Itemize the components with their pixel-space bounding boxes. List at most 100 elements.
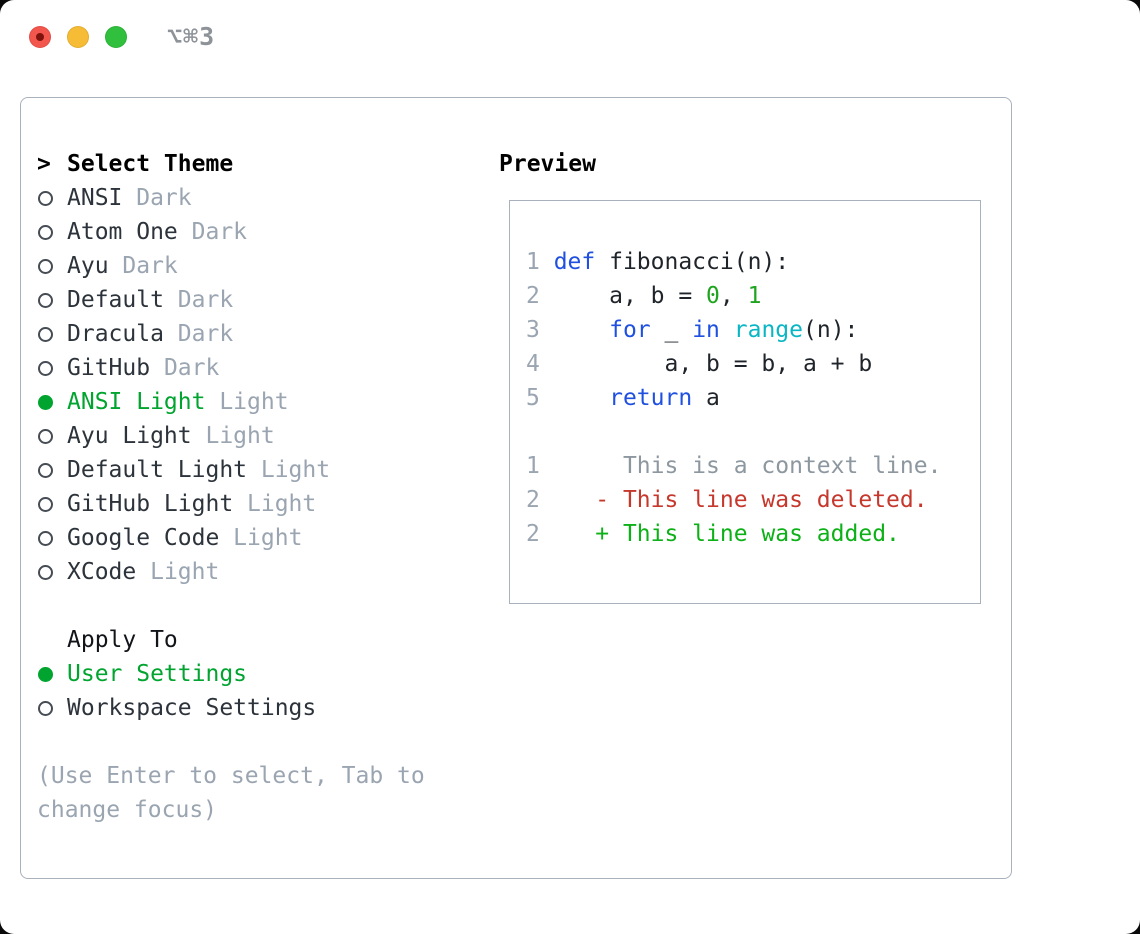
line-number: 2 bbox=[526, 283, 554, 309]
theme-list-header-row: > Select Theme bbox=[37, 147, 477, 181]
code-token-num: 0 bbox=[706, 283, 720, 309]
theme-variant-tag: Dark bbox=[163, 321, 234, 347]
theme-variant-tag: Dark bbox=[108, 253, 178, 279]
code-token-kw: def bbox=[553, 249, 596, 275]
line-number: 4 bbox=[526, 351, 554, 377]
theme-option[interactable]: Ayu Light Light bbox=[37, 419, 477, 453]
preview-header-row: Preview bbox=[499, 147, 999, 181]
radio-icon bbox=[37, 326, 67, 342]
keyboard-hint: (Use Enter to select, Tab to change focu… bbox=[37, 763, 425, 823]
radio-icon bbox=[37, 462, 67, 478]
theme-option-label: Default bbox=[67, 287, 164, 313]
radio-circle bbox=[38, 190, 53, 206]
code-token-plain bbox=[554, 317, 609, 351]
theme-variant-tag: Light bbox=[191, 423, 275, 449]
theme-variant-tag: Light bbox=[205, 389, 289, 415]
theme-option[interactable]: Default Dark bbox=[37, 283, 477, 317]
radio-circle bbox=[38, 530, 53, 546]
radio-icon bbox=[37, 292, 67, 308]
radio-icon bbox=[37, 700, 67, 716]
theme-option[interactable]: GitHub Light Light bbox=[37, 487, 477, 521]
code-token-plain bbox=[720, 317, 734, 351]
close-button[interactable] bbox=[29, 26, 51, 48]
radio-circle bbox=[38, 224, 53, 240]
focus-caret-icon: > bbox=[37, 151, 51, 177]
theme-option-label: GitHub Light bbox=[67, 491, 234, 517]
theme-variant-tag: Dark bbox=[150, 355, 220, 381]
code-token-kw: for bbox=[609, 317, 651, 343]
theme-option[interactable]: XCode Light bbox=[37, 555, 477, 589]
code-token-plain bbox=[554, 385, 609, 419]
theme-option-label: Atom One bbox=[67, 219, 178, 245]
apply-to-option[interactable]: User Settings bbox=[37, 657, 477, 691]
code-token-kw: in bbox=[692, 317, 720, 343]
code-token-plain: _ bbox=[650, 317, 693, 343]
code-token-add: + This line was added. bbox=[553, 521, 900, 547]
theme-variant-tag: Light bbox=[219, 525, 303, 551]
apply-to-option-label: User Settings bbox=[67, 661, 248, 687]
line-number: 1 bbox=[526, 453, 554, 479]
theme-option-label: Ayu Light bbox=[67, 423, 192, 449]
code-token-plain: a bbox=[692, 385, 720, 411]
code-line: 1 def fibonacci(n): bbox=[526, 249, 980, 283]
theme-option[interactable]: GitHub Dark bbox=[37, 351, 477, 385]
theme-option[interactable]: Ayu Dark bbox=[37, 249, 477, 283]
code-blank-line bbox=[526, 419, 980, 453]
unsaved-dot-icon bbox=[36, 33, 44, 41]
code-line: 4 a, b = b, a + b bbox=[526, 351, 980, 385]
line-number: 5 bbox=[526, 385, 554, 411]
apply-to-header-row: Apply To bbox=[37, 623, 477, 657]
radio-circle bbox=[38, 462, 53, 478]
line-number: 1 bbox=[526, 249, 554, 275]
theme-variant-tag: Dark bbox=[177, 219, 248, 245]
radio-icon bbox=[37, 564, 67, 580]
radio-selected-icon bbox=[37, 666, 67, 682]
line-number: 2 bbox=[526, 521, 554, 547]
radio-circle bbox=[38, 564, 53, 580]
radio-icon bbox=[37, 496, 67, 512]
line-number bbox=[526, 419, 554, 453]
code-line: 1 This is a context line. bbox=[526, 453, 980, 487]
radio-icon bbox=[37, 190, 67, 206]
zoom-button[interactable] bbox=[105, 26, 127, 48]
radio-icon bbox=[37, 258, 67, 274]
preview-title: Preview bbox=[499, 151, 596, 177]
theme-option-label: ANSI bbox=[67, 185, 123, 211]
theme-variant-tag: Light bbox=[247, 457, 331, 483]
code-line: 3 for _ in range(n): bbox=[526, 317, 980, 351]
spacer bbox=[37, 589, 477, 623]
theme-option-label: XCode bbox=[67, 559, 137, 585]
theme-variant-tag: Light bbox=[233, 491, 317, 517]
line-number: 3 bbox=[526, 317, 554, 343]
theme-option[interactable]: Google Code Light bbox=[37, 521, 477, 555]
code-line: 5 return a bbox=[526, 385, 980, 419]
theme-option-label: Ayu bbox=[67, 253, 109, 279]
theme-option[interactable]: ANSI Light Light bbox=[37, 385, 477, 419]
radio-circle bbox=[38, 258, 53, 274]
minimize-button[interactable] bbox=[67, 26, 89, 48]
preview-column: Preview 1 def fibonacci(n):2 a, b = 0, 1… bbox=[499, 147, 999, 604]
theme-option[interactable]: Dracula Dark bbox=[37, 317, 477, 351]
theme-option[interactable]: Default Light Light bbox=[37, 453, 477, 487]
radio-icon bbox=[37, 224, 67, 240]
theme-option[interactable]: Atom One Dark bbox=[37, 215, 477, 249]
code-token-num: 1 bbox=[747, 283, 762, 309]
line-number: 2 bbox=[526, 487, 554, 513]
traffic-lights bbox=[29, 26, 127, 48]
theme-variant-tag: Dark bbox=[122, 185, 192, 211]
theme-list-title: Select Theme bbox=[67, 151, 234, 177]
radio-icon bbox=[37, 530, 67, 546]
code-line: 2 + This line was added. bbox=[526, 521, 980, 555]
radio-circle bbox=[38, 360, 53, 376]
code-token-plain: , bbox=[719, 283, 748, 309]
theme-option-label: Google Code bbox=[67, 525, 220, 551]
radio-icon bbox=[37, 360, 67, 376]
theme-option[interactable]: ANSI Dark bbox=[37, 181, 477, 215]
apply-to-title: Apply To bbox=[67, 627, 178, 653]
apply-to-option[interactable]: Workspace Settings bbox=[37, 691, 477, 725]
